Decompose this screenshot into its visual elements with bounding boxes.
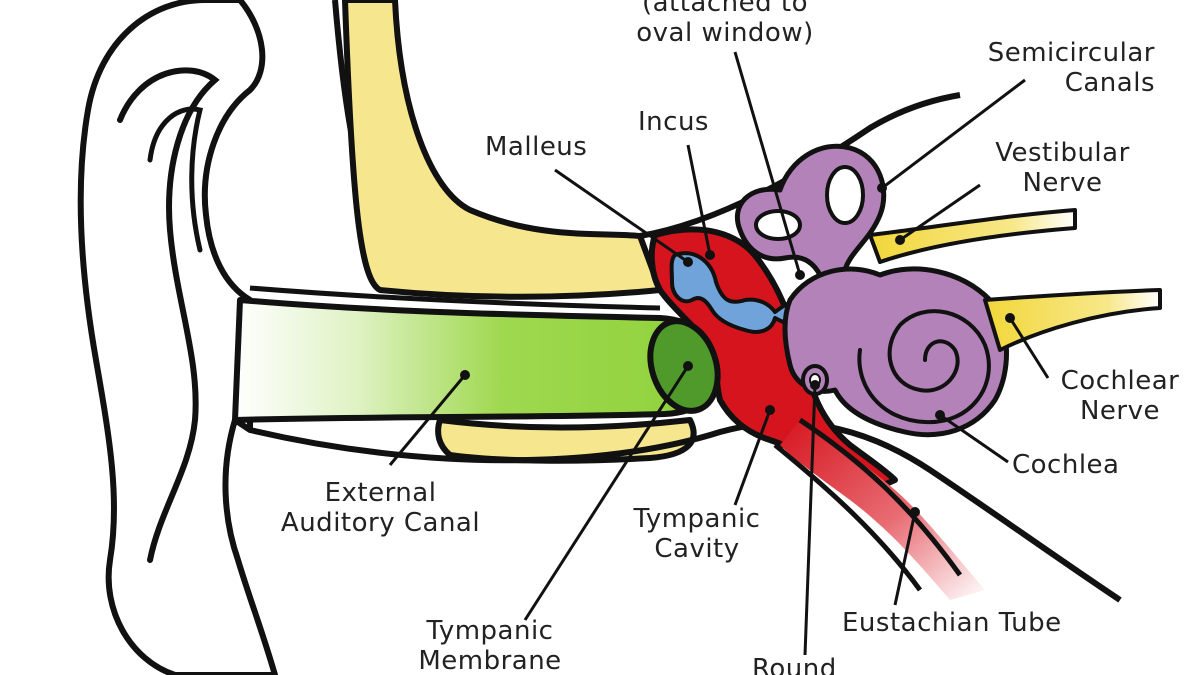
external-canal [232,297,723,423]
label-line: Cochlea [1012,450,1120,480]
label-semicircular-canals: Semicircular Canals [950,38,1155,98]
label-line: Semicircular [987,38,1155,68]
label-line: Cavity [654,534,740,564]
external-canal-wall [249,285,661,311]
pinna-outline [77,0,278,675]
label-line: Auditory Canal [280,508,481,538]
label-line: Nerve [1079,396,1161,426]
eustachian-tube-wall-2 [773,443,923,592]
bone-upper-yellow [342,0,663,300]
label-line: Canals [1064,68,1155,98]
label-cochlear-nerve: Cochlear Nerve [1040,366,1200,426]
label-line: Cochlear [1060,366,1180,396]
label-malleus: Malleus [485,132,587,162]
label-vestibular-nerve: Vestibular Nerve [975,138,1150,198]
canal-loop-2 [825,165,865,225]
eustachian-tube [780,420,985,600]
label-line: Nerve [1022,168,1103,198]
label-tympanic-membrane: Tympanic Membrane [405,616,575,675]
label-line: oval window) [636,18,814,48]
label-tympanic-cavity: Tympanic Cavity [622,504,772,564]
label-external-auditory-canal: External Auditory Canal [268,478,493,538]
label-line: Incus [638,107,709,137]
bone-lower-yellow [435,417,697,464]
label-eustachian-tube: Eustachian Tube [842,608,1062,638]
label-line: Membrane [418,646,562,675]
leader-lines [388,51,1050,656]
label-line: External [324,478,437,508]
label-line: Eustachian Tube [842,608,1062,638]
canal-loop-1 [754,209,802,241]
label-line: Round [752,654,837,675]
label-line: Tympanic [426,616,554,646]
cochlea-spiral [857,309,991,425]
pinna-inner-fold [117,67,220,563]
label-cochlea: Cochlea [1012,450,1120,480]
leader-dots [460,183,1015,517]
cochlear-nerve [983,288,1162,352]
label-line: Malleus [485,132,588,162]
label-line: Tympanic [633,504,761,534]
label-line: Vestibular [995,138,1130,168]
pinna-helix-fold [147,106,204,253]
cochlea [782,266,1009,438]
eustachian-tube-wall-1 [798,417,963,577]
label-line: (attached to [641,0,809,18]
vestibular-nerve [868,208,1077,264]
label-round-window: Round [752,654,837,675]
label-incus: Incus [638,107,709,137]
label-stapes: (attached to oval window) [620,0,830,48]
